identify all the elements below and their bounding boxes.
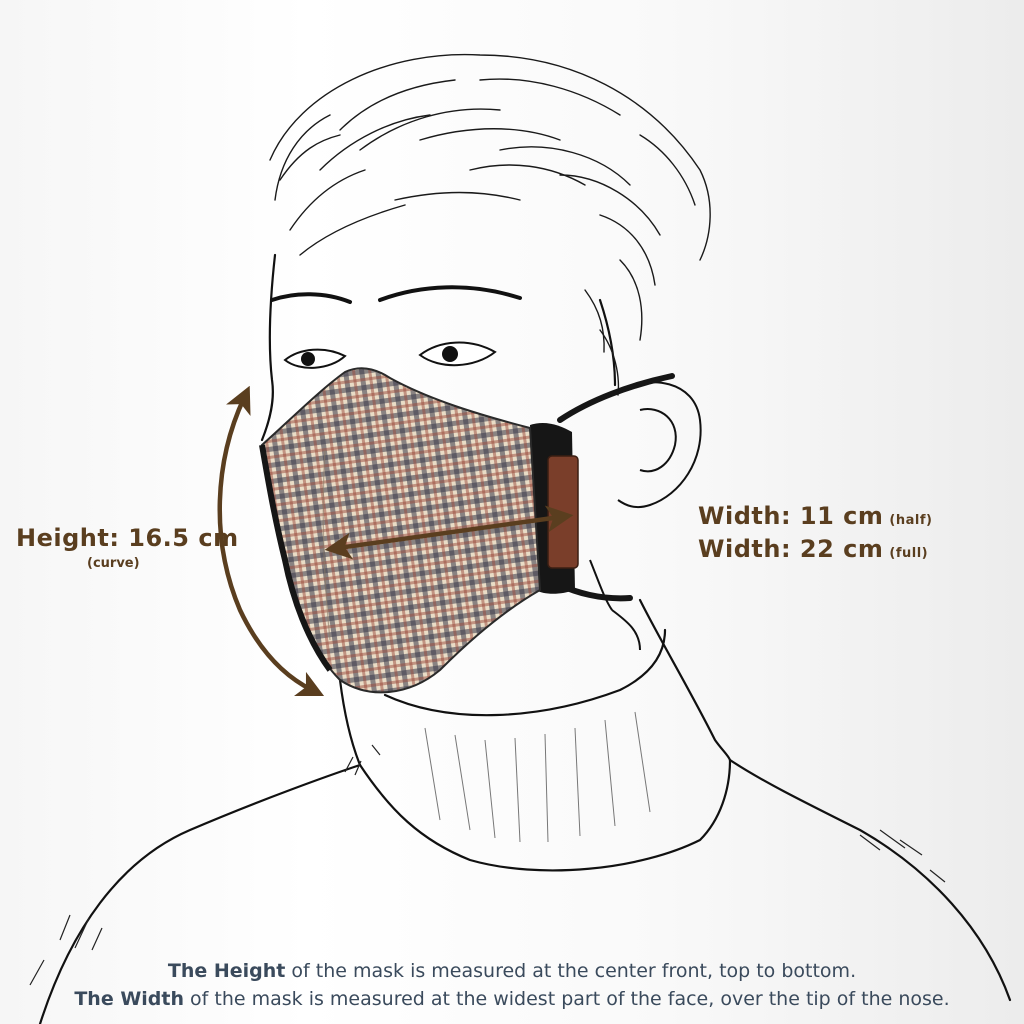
leather-tag — [548, 456, 578, 568]
neck — [590, 560, 640, 650]
width-full-label: Width: 22 cm (full) — [698, 535, 928, 563]
width-full-note: (full) — [889, 546, 928, 561]
caption-width-text: of the mask is measured at the widest pa… — [184, 988, 950, 1010]
ear — [618, 382, 701, 507]
hair — [270, 55, 710, 395]
caption-height-text: of the mask is measured at the center fr… — [285, 960, 856, 982]
caption-height-bold: The Height — [168, 960, 286, 982]
face-mask — [262, 368, 540, 692]
eyebrows — [272, 287, 520, 302]
height-sub-label: (curve) — [87, 556, 140, 571]
caption-width-bold: The Width — [74, 988, 184, 1010]
width-full-value: Width: 22 cm — [698, 535, 883, 563]
width-half-note: (half) — [889, 513, 932, 528]
width-half-value: Width: 11 cm — [698, 502, 883, 530]
width-half-label: Width: 11 cm (half) — [698, 502, 932, 530]
eyes — [285, 343, 495, 368]
caption-width: The Width of the mask is measured at the… — [0, 988, 1024, 1010]
caption-height: The Height of the mask is measured at th… — [0, 960, 1024, 982]
sweater-ribbing — [425, 712, 650, 842]
height-label: Height: 16.5 cm — [16, 524, 239, 552]
